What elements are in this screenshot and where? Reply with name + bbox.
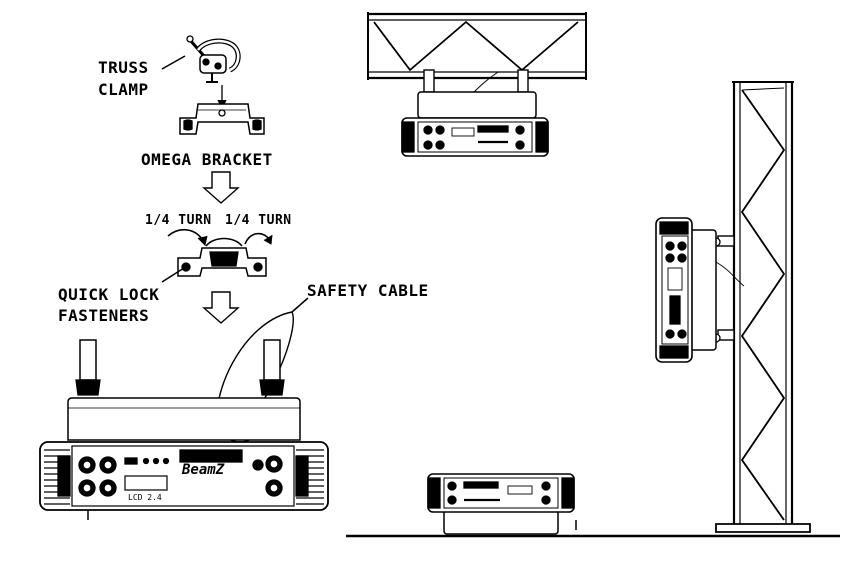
side-mounted-fixture <box>655 217 745 363</box>
quarter-turn-left-label: 1/4 TURN <box>145 213 212 228</box>
horizontal-truss <box>367 12 587 80</box>
hollow-down-arrow-icon <box>202 171 240 204</box>
safety-cable-label: SAFETY CABLE <box>307 281 429 300</box>
main-fixture: LCD 2.4 BeamZ <box>39 339 329 520</box>
omega-bracket-label: OMEGA BRACKET <box>141 150 273 169</box>
vertical-truss-tower <box>715 81 811 533</box>
hollow-down-arrow-icon <box>202 291 240 324</box>
clamp-label: CLAMP <box>98 80 149 99</box>
rotate-left-icon <box>167 229 205 243</box>
brand-logo-text: BeamZ <box>181 462 225 478</box>
hanging-fixture <box>401 69 549 157</box>
omega-bracket-icon <box>179 103 265 135</box>
quick-lock-fastener-icon <box>161 237 267 283</box>
quick-lock-label: QUICK LOCK <box>58 285 160 304</box>
floor-fixture <box>427 473 577 535</box>
truss-clamp-icon <box>186 35 241 83</box>
fasteners-label: FASTENERS <box>58 306 150 325</box>
truss-label: TRUSS <box>98 58 149 77</box>
truss-clamp-leader <box>161 55 186 70</box>
panel-model-text: LCD 2.4 <box>128 493 162 502</box>
quarter-turn-right-label: 1/4 TURN <box>225 213 292 228</box>
